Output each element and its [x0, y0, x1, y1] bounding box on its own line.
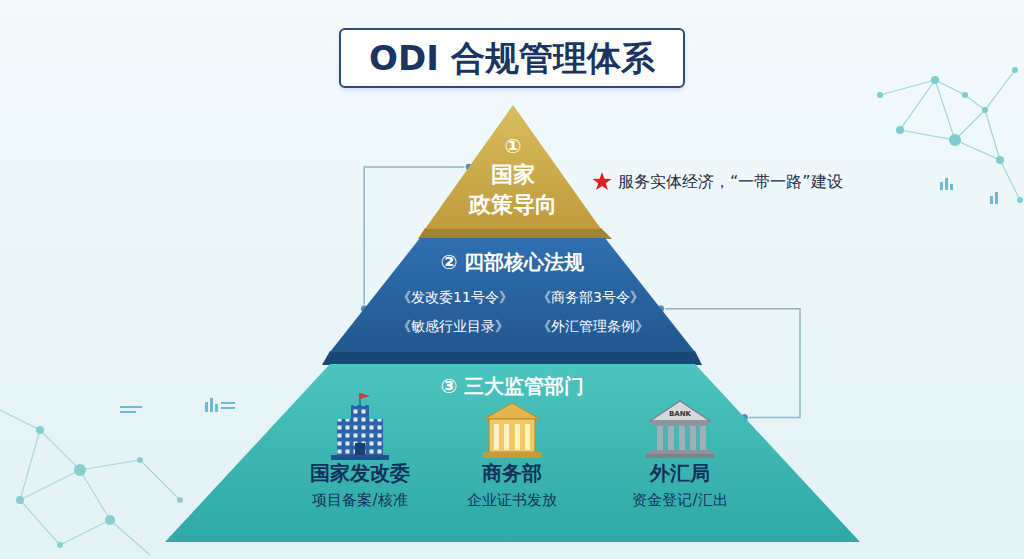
network-dots: [877, 67, 1023, 203]
tier-fill: [425, 105, 601, 229]
government-building-icon: [331, 393, 389, 460]
department-name: 商务部: [482, 461, 542, 485]
department-duty: 项目备案/核准: [312, 491, 407, 509]
department-duty: 资金登记/汇出: [632, 491, 727, 509]
regulation-title: 《发改委11号令》: [397, 289, 513, 306]
tier-heading: ② 四部核心法规: [441, 249, 585, 276]
star-symbol: [592, 172, 611, 190]
bank-icon: [645, 401, 715, 458]
tier-heading: ①: [505, 133, 522, 160]
policy-tier: ①国家 政策导向: [425, 105, 601, 229]
tier-heading: ③ 三大监管部门: [441, 373, 585, 400]
regulation-title: 《敏感行业目录》: [397, 318, 509, 335]
network-lines: [880, 70, 1020, 200]
bank-sign: BANK: [669, 410, 691, 418]
commerce-building-icon: [483, 403, 541, 458]
department-name: 国家发改委: [310, 461, 410, 485]
network-dots: [16, 426, 183, 548]
regulation-title: 《商务部3号令》: [537, 289, 644, 306]
network-lines: [0, 410, 180, 555]
tier-fill: [330, 238, 695, 352]
tier-shadow: [322, 351, 702, 365]
regulator-tier: ③ 三大监管部门: [165, 364, 860, 542]
tier-shadow: [418, 228, 612, 239]
regulation-title: 《外汇管理条例》: [537, 318, 649, 335]
tier-text: 国家 政策导向: [458, 160, 568, 219]
tier-fill: [165, 364, 860, 542]
department-name: 外汇局: [650, 461, 710, 485]
diagram-title: ODI 合规管理体系: [339, 28, 685, 88]
department-duty: 企业证书发放: [467, 491, 557, 509]
note-text: 服务实体经济，“一带一路”建设: [618, 172, 843, 191]
